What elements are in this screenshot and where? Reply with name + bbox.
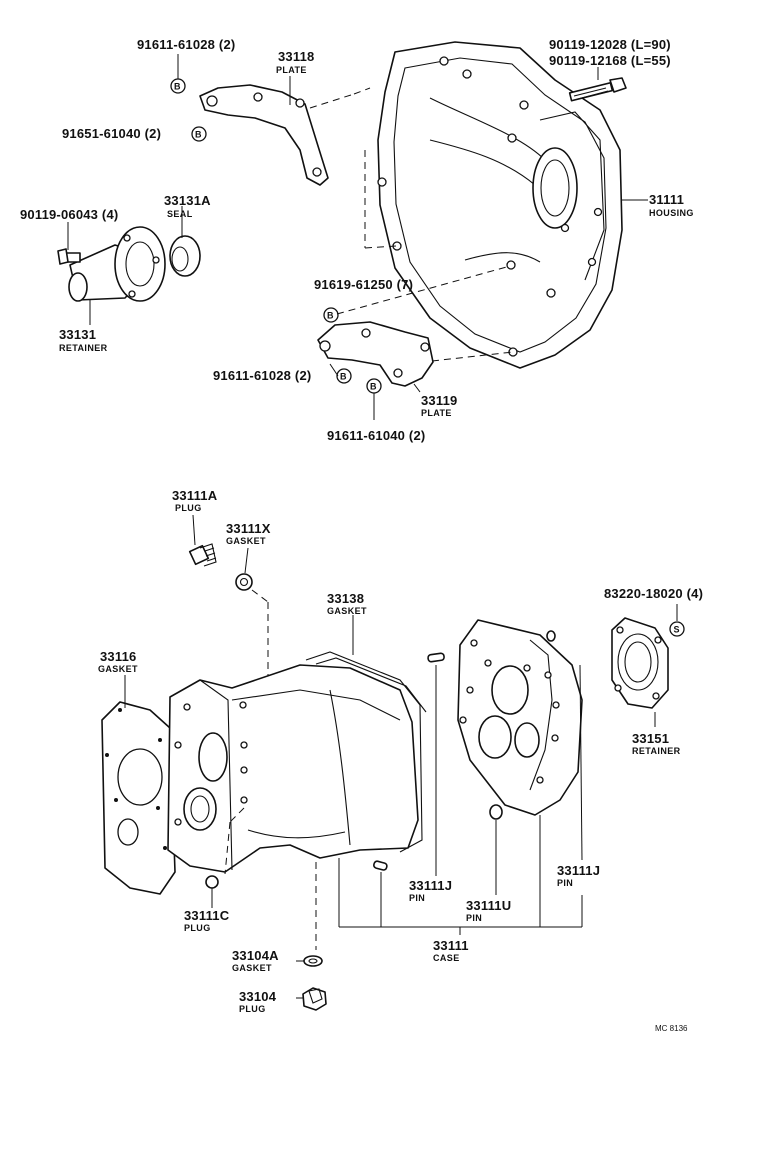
extension-plate [457,619,583,816]
label-33131: 33131 [59,327,96,342]
label-33138: 33138 [327,591,364,606]
dash [251,589,269,603]
part-labels: 91611-61028 (2) 33118 PLATE 91651-61040 … [20,37,703,1033]
svg-text:B: B [174,82,181,92]
label-33151-sub: RETAINER [632,746,681,756]
gasket-33104A [303,955,323,967]
housing-bolt [568,77,627,102]
label-33111A: 33111A [172,488,218,503]
svg-text:B: B [370,382,377,392]
label-33118-sub: PLATE [276,65,307,75]
label-83220-18020: 83220-18020 (4) [604,586,703,601]
label-91611-61040: 91611-61040 (2) [327,428,425,443]
label-33111C-sub: PLUG [184,923,211,933]
pin-hole [546,630,556,642]
label-33116-sub: GASKET [98,664,138,674]
gasket-33111X [235,573,253,591]
bolt-symbol-icon: B [366,378,382,394]
label-33118: 33118 [278,49,314,64]
retainer-bolt [57,248,81,265]
label-90119-12028: 90119-12028 (L=90) [549,37,671,52]
label-33104: 33104 [239,989,277,1004]
case-33111 [167,664,419,873]
label-33138-sub: GASKET [327,606,367,616]
svg-text:S: S [674,625,680,635]
label-90119-06043: 90119-06043 (4) [20,207,118,222]
label-33151: 33151 [632,731,669,746]
label-33119-sub: PLATE [421,408,452,418]
drawing-code: MC 8136 [655,1024,688,1033]
label-31111-sub: HOUSING [649,208,694,218]
plate-33119 [317,321,434,387]
label-33119: 33119 [421,393,457,408]
gasket-33116 [101,701,176,895]
pin-33111J-lower [373,860,388,871]
label-33111J-right-sub: PIN [557,878,573,888]
stud-symbol-icon: S [669,621,685,637]
label-31111: 31111 [649,192,684,207]
label-91611-61028-a: 91611-61028 (2) [137,37,235,52]
upper-leader-lines [67,54,648,420]
label-33111U: 33111U [466,898,511,913]
label-33111J-left: 33111J [409,878,452,893]
plug-33111A [188,543,217,567]
svg-text:B: B [327,311,334,321]
pin-33111J-left [427,652,445,663]
label-33104-sub: PLUG [239,1004,266,1014]
label-33111A-sub: PLUG [175,503,202,513]
label-33111X-sub: GASKET [226,536,266,546]
plate-33118 [199,84,329,186]
lower-leader-lines [124,514,678,999]
label-33111J-left-sub: PIN [409,893,425,903]
pin-33111U [489,804,503,820]
svg-text:B: B [195,130,202,140]
label-33111X: 33111X [226,521,271,536]
seal-33131A [169,235,201,277]
label-33116: 33116 [100,649,136,664]
label-91611-61028-b: 91611-61028 (2) [213,368,311,383]
label-33111: 33111 [433,938,469,953]
label-33131A: 33131A [164,193,211,208]
svg-text:B: B [340,372,347,382]
label-33111U-sub: PIN [466,913,482,923]
label-91619-61250: 91619-61250 (7) [314,277,413,292]
clutch-housing-31111 [377,41,623,369]
label-91651-61040: 91651-61040 (2) [62,126,161,141]
plug-33111C [205,875,219,889]
label-33104A: 33104A [232,948,279,963]
label-33111C: 33111C [184,908,230,923]
bolt-symbol-icon: B [323,307,339,323]
bolt-symbol-icon: B [191,126,207,142]
label-33131-sub: RETAINER [59,343,108,353]
retainer-33151 [611,617,669,709]
bolt-symbol-icon: B [336,368,352,384]
plug-33104 [302,987,327,1011]
retainer-33131 [68,226,166,302]
gasket-33138 [305,651,427,853]
label-33131A-sub: SEAL [167,209,193,219]
label-33111-sub: CASE [433,953,460,963]
bolt-symbol-icon: B [170,78,186,94]
label-90119-12168: 90119-12168 (L=55) [549,53,671,68]
label-33104A-sub: GASKET [232,963,272,973]
label-33111J-right: 33111J [557,863,600,878]
